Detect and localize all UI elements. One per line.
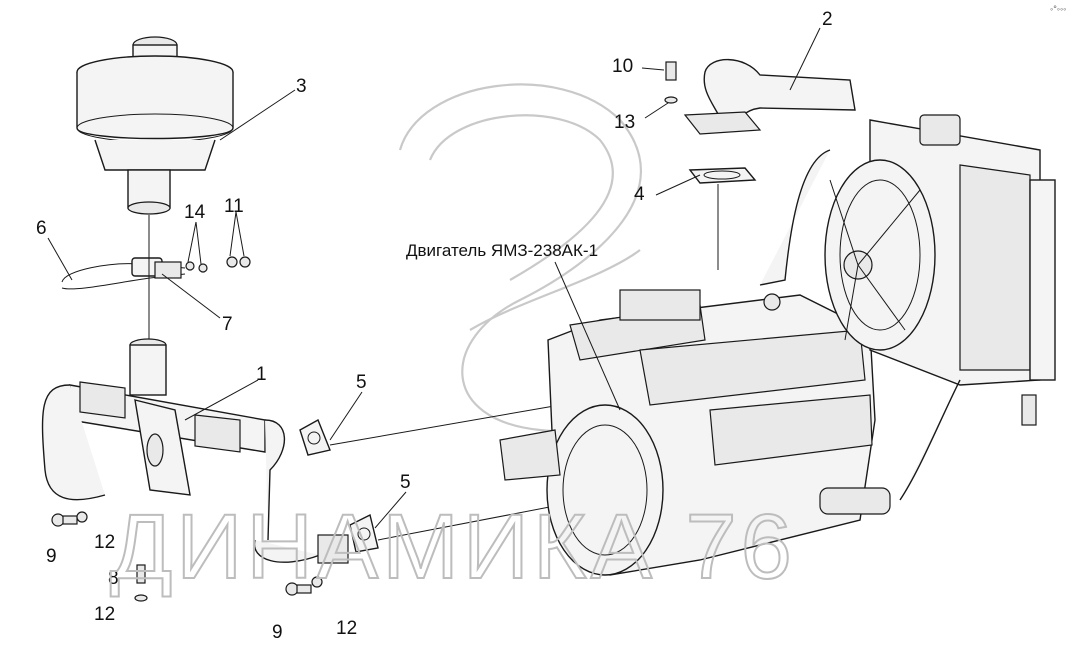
callout-4: 4 <box>634 184 645 205</box>
callout-6: 6 <box>36 218 47 239</box>
callout-3: 3 <box>296 76 307 97</box>
callout-9a: 9 <box>46 546 57 567</box>
air-filter <box>76 36 234 215</box>
callout-12a: 12 <box>94 532 115 553</box>
corner-mark: ◦°◦◦◦ <box>1050 4 1066 14</box>
clamp-assembly <box>61 256 251 290</box>
callout-5a: 5 <box>356 372 367 393</box>
callout-8: 8 <box>108 568 119 589</box>
engine-label: Двигатель ЯМЗ-238АК-1 <box>406 241 598 260</box>
callout-12b: 12 <box>94 604 115 625</box>
callouts: 1 2 3 4 5 5 6 7 8 9 9 10 11 12 12 12 13 … <box>36 9 833 643</box>
fasteners <box>51 511 323 602</box>
callout-13: 13 <box>614 112 635 133</box>
callout-12c: 12 <box>336 618 357 639</box>
callout-7: 7 <box>222 314 233 335</box>
callout-1: 1 <box>256 364 267 385</box>
callout-2: 2 <box>822 9 833 30</box>
callout-9b: 9 <box>272 622 283 643</box>
radiator-assembly <box>759 114 1056 501</box>
outlet-elbow <box>664 58 856 270</box>
intake-pipe <box>41 338 349 564</box>
watermark-text: ДИНАМИКА 76 <box>110 496 796 598</box>
callout-11: 11 <box>224 196 244 217</box>
callout-10: 10 <box>612 56 633 77</box>
callout-5b: 5 <box>400 472 411 493</box>
engine-block <box>499 289 891 576</box>
callout-14: 14 <box>184 202 206 223</box>
leader-lines <box>47 27 821 529</box>
flange-gaskets <box>299 404 561 553</box>
